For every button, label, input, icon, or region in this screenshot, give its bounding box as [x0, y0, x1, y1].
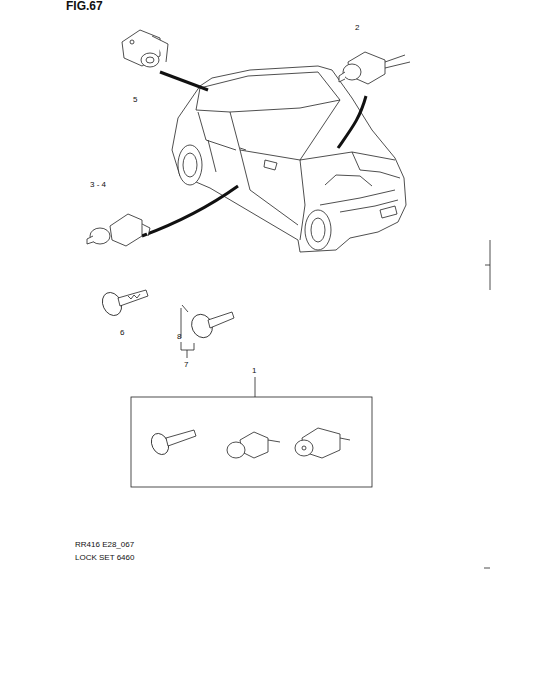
ignition-lock	[339, 52, 410, 84]
callout-number: 7	[184, 361, 188, 369]
margin-mark	[484, 240, 490, 568]
set-key	[148, 430, 196, 457]
set-cylinder-b	[295, 428, 350, 458]
leader-strokes	[142, 72, 366, 236]
callout-number: 5	[133, 96, 137, 104]
transponder-key	[181, 305, 234, 358]
callout-number: 2	[355, 24, 359, 32]
door-lock	[87, 214, 150, 246]
figure-title: FIG.67	[66, 0, 103, 12]
set-cylinder-a	[227, 432, 280, 458]
callout-leader	[255, 377, 256, 397]
callout-number: 1	[252, 367, 256, 375]
callout-number: 8	[177, 333, 181, 341]
callout-number: 6	[120, 329, 124, 337]
drawing-code: RR416 E28_067	[75, 541, 134, 549]
callout-number: 3 - 4	[90, 181, 106, 189]
car-wheels	[178, 145, 331, 250]
car-body	[172, 66, 406, 252]
drawing-caption: LOCK SET 6460	[75, 554, 134, 562]
tailgate-lock	[122, 30, 168, 67]
key	[99, 289, 148, 318]
set-box	[131, 397, 372, 487]
